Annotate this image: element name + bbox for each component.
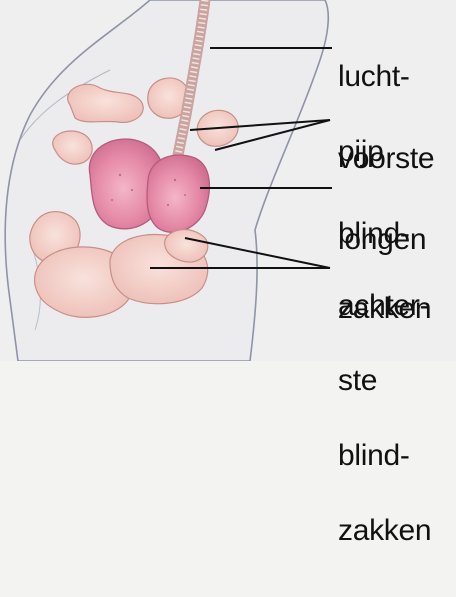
label-rear-air-sacs: achter- ste blind- zakken bbox=[338, 243, 431, 593]
label-line: voorste bbox=[338, 146, 434, 171]
label-line: ste bbox=[338, 368, 431, 393]
label-line: zakken bbox=[338, 518, 431, 543]
label-line: lucht- bbox=[338, 64, 410, 89]
label-line: achter- bbox=[338, 293, 431, 318]
label-line: blind- bbox=[338, 443, 431, 468]
air-sac-diagram: lucht- pijp voorste blind- zakken longen… bbox=[0, 0, 456, 361]
